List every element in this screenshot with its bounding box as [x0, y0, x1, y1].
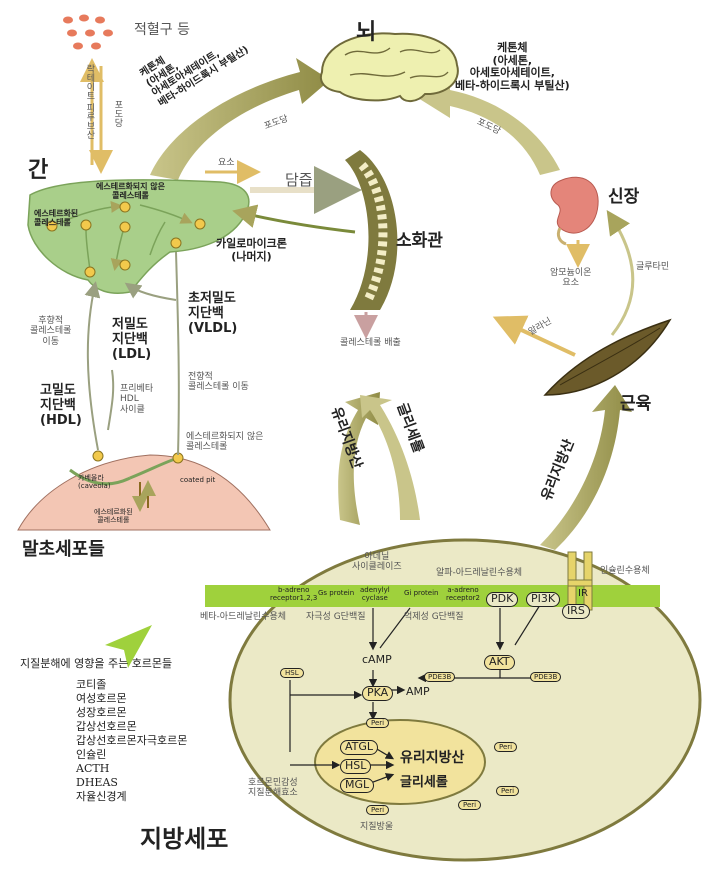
peri-droplet-node: Peri [366, 805, 390, 816]
liver-label: 간 [28, 158, 49, 183]
peri-node-a: Peri [494, 742, 518, 753]
hormone-item: 갑상선호르몬 [76, 720, 137, 733]
pre-beta-hdl-label: 프리베타 HDL 사이클 [120, 384, 154, 415]
ffa-to-liver-arrow [338, 392, 380, 525]
muscle-label: 근육 [620, 394, 652, 414]
lactate-label: 락테이트 피루브산 [84, 64, 95, 139]
signaling-arrows [289, 604, 541, 786]
ldl-label: 저밀도 지단백 (LDL) [112, 317, 152, 362]
forward-transport-label: 전향적 콜레스테롤 이동 [188, 372, 249, 393]
red-blood-cells-icon [63, 14, 113, 50]
brain-icon [320, 32, 459, 102]
urea-label: 요소 [218, 158, 235, 168]
alpha-receptor-kr-label: 알파-아드레날린수용체 [436, 568, 523, 578]
pi3k-node: PI3K [526, 592, 561, 607]
lipid-droplet-label: 지질방울 [360, 822, 394, 832]
akt-node: AKT [484, 655, 515, 670]
gs-protein-kr-label: 자극성 G단백질 [306, 612, 366, 622]
chylomicron-arrow [232, 204, 356, 234]
adipocyte-label: 지방세포 [140, 825, 229, 853]
pde3b-node: PDE3B [424, 672, 456, 683]
hormone-item: 코티졸 [76, 678, 107, 691]
intestine-label: 소화관 [396, 231, 443, 251]
intestine-icon [345, 150, 398, 310]
liver-icon [27, 179, 250, 294]
glutamine-label: 글루타민 [636, 262, 670, 272]
hormone-item: 성장호르몬 [76, 706, 127, 719]
kidney-icon [550, 176, 599, 246]
coated-pit-label: coated pit [180, 476, 216, 484]
irs-node: IRS [562, 604, 590, 619]
glycerol-droplet-label: 글리세롤 [400, 775, 448, 790]
chylomicron-label: 카일로마이크론 (나머지) [216, 237, 287, 263]
caveola-label: 카베올라 (caveola) [78, 474, 111, 491]
ffa-droplet-label: 유리지방산 [400, 750, 465, 766]
hormone-item: 인슐린 [76, 748, 107, 761]
hdl-label: 고밀도 지단백 (HDL) [40, 383, 82, 428]
kidney-label: 신장 [608, 187, 640, 207]
hormone-item: ACTH [76, 762, 110, 775]
peri-node-c: Peri [458, 800, 482, 811]
ir-label: IR [578, 588, 588, 599]
hsl2-node: HSL [340, 759, 372, 774]
vldl-label: 초저밀도 지단백 (VLDL) [188, 291, 238, 336]
esterified-chol-small-label: 에스테르화된 콜레스테롤 [94, 508, 133, 525]
glutamine-arrow [606, 210, 635, 336]
mgl-node: MGL [340, 778, 375, 793]
amp-label: AMP [406, 685, 430, 698]
camp-label: cAMP [362, 653, 392, 666]
beta-receptor-kr-label: 베타-아드레날린수용체 [200, 612, 287, 622]
adenylyl-cyclase-kr-label: 아데닐 사이클레이즈 [352, 552, 402, 573]
atgl-node: ATGL [340, 740, 379, 755]
pde3b-node-2: PDE3B [530, 672, 562, 683]
ketone-right-label: 케톤체 (아세톤, 아세토아세테이트, 베타-하이드록시 부틸산) [455, 41, 570, 92]
hormones-title: 지질분해에 영향을 주는 호르몬들 [20, 657, 173, 670]
unesterified-chol-label: 에스테르화되지 않은 콜레스테롤 [96, 182, 166, 201]
hormone-arrow-icon [105, 625, 152, 668]
peri-node: Peri [366, 718, 390, 729]
pdk-node: PDK [486, 592, 519, 607]
hormones-list: 코티졸 여성호르몬 성장호르몬 갑상선호르몬 갑상선호르몬자극호르몬 인슐린 A… [76, 678, 187, 804]
gi-protein-kr-label: 억제성 G단백질 [404, 612, 464, 622]
liver-nodes [46, 201, 206, 278]
esterified-chol-label: 에스테르화된 콜레스테롤 [34, 209, 79, 228]
reverse-transport-label: 후향적 콜레스테롤 이동 [30, 316, 72, 347]
unesterified-chol2-label: 에스테르화되지 않은 콜레스테롤 [186, 432, 264, 453]
hormone-item: 갑상선호르몬자극호르몬 [76, 734, 188, 747]
hormone-item: 여성호르몬 [76, 692, 127, 705]
b-receptor-label: b-adreno receptor1,2,3 [270, 586, 318, 603]
insulin-receptor-kr-label: 인슐린수용체 [600, 566, 650, 576]
gi-protein-label: Gi protein [404, 589, 439, 597]
pka-node: PKA [362, 686, 394, 701]
rbc-label: 적혈구 등 [134, 22, 190, 38]
peripheral-cells-label: 말초세포들 [22, 539, 105, 560]
liver-to-brain-arrow [150, 58, 330, 180]
cholesterol-excretion-label: 콜레스테롤 배출 [340, 338, 401, 348]
lipoprotein-paths [84, 251, 180, 456]
glucose-rbc-label: 포도당 [112, 100, 123, 127]
hormone-item: 자율신경계 [76, 790, 127, 803]
a-receptor-label: a-adreno receptor2 [446, 586, 480, 603]
ammonium-label: 암모늄이온 요소 [550, 268, 592, 289]
hormone-item: DHEAS [76, 776, 118, 789]
muscle-icon [543, 318, 672, 396]
glycerol-arrow [360, 395, 420, 520]
hsl-node: HSL [280, 668, 304, 679]
gs-protein-label: Gs protein [318, 589, 355, 597]
hsl-kr-label: 호르몬민감성 지질분해효소 [248, 778, 298, 799]
alanine-arrow [492, 315, 576, 357]
kidney-to-brain-arrow [418, 76, 560, 175]
adenylyl-cyclase-en-label: adenylyl cyclase [360, 586, 390, 603]
bile-label: 담즙 [285, 171, 313, 189]
peri-node-b: Peri [496, 786, 520, 797]
ffa-to-muscle-arrow [540, 385, 632, 550]
brain-label: 뇌 [356, 20, 377, 45]
peripheral-cell-icon [17, 450, 271, 531]
